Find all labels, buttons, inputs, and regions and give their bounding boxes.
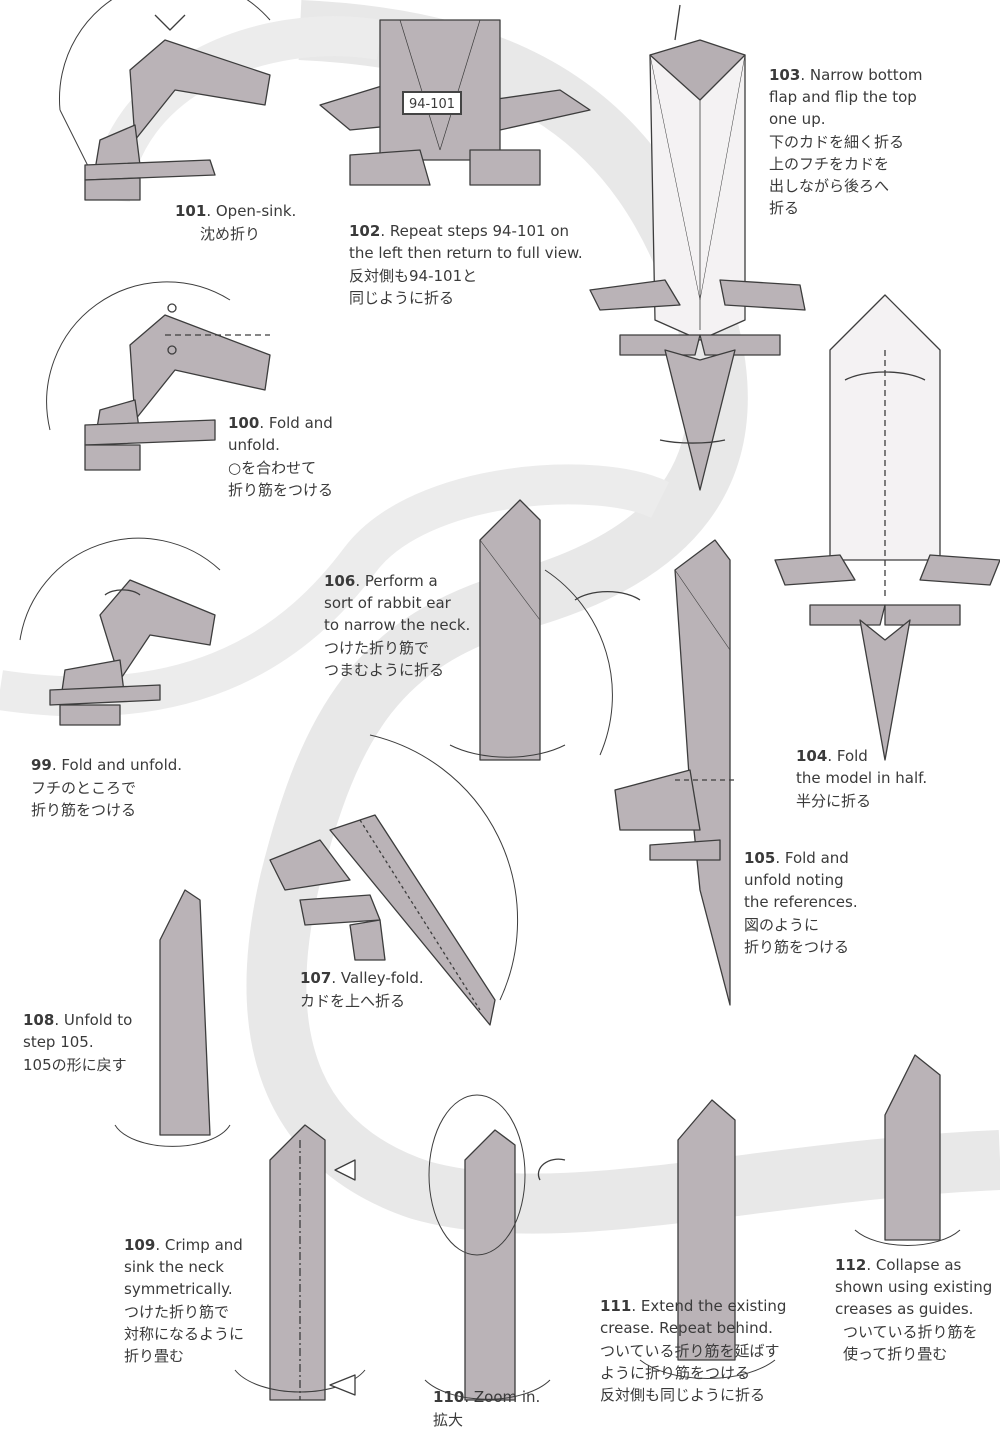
step-100-number: 100 bbox=[228, 414, 260, 432]
step-107: 107. Valley-fold. カドを上へ折る bbox=[300, 967, 470, 1012]
step-103-figure bbox=[589, 4, 806, 491]
step-101-text: Open-sink. bbox=[215, 202, 297, 220]
step-103: 103. Narrow bottom flap and flip the top… bbox=[769, 64, 949, 219]
step-99-number: 99 bbox=[31, 756, 52, 774]
step-110-figure bbox=[424, 1094, 566, 1401]
step-100: 100. Fold and unfold. ○を合わせて 折り筋をつける bbox=[228, 412, 388, 501]
reference-label: 94-101 bbox=[402, 91, 462, 115]
step-102-text: Repeat steps 94-101 on the left then ret… bbox=[349, 222, 583, 262]
step-100-figure bbox=[46, 281, 271, 471]
step-109-text: Crimp and sink the neck symmetrically. bbox=[124, 1236, 243, 1298]
step-108-figure bbox=[114, 889, 231, 1147]
step-112-jp: ついている折り筋を 使って折り畳む bbox=[843, 1323, 978, 1363]
step-106-number: 106 bbox=[324, 572, 356, 590]
step-111: 111. Extend the existing crease. Repeat … bbox=[600, 1295, 820, 1406]
step-108-jp: 105の形に戻す bbox=[23, 1056, 127, 1074]
step-106-figure bbox=[449, 499, 641, 761]
step-107-figure bbox=[269, 734, 519, 1026]
step-105-jp: 図のように 折り筋をつける bbox=[744, 916, 850, 956]
step-112: 112. Collapse as shown using existing cr… bbox=[835, 1254, 1000, 1365]
step-108-text: Unfold to step 105. bbox=[23, 1011, 133, 1051]
step-105-text: Fold and unfold noting the references. bbox=[744, 849, 858, 911]
step-108-number: 108 bbox=[23, 1011, 55, 1029]
step-110: 110. Zoom in. 拡大 bbox=[433, 1386, 563, 1431]
step-106-text: Perform a sort of rabbit ear to narrow t… bbox=[324, 572, 471, 634]
step-104-jp: 半分に折る bbox=[796, 792, 872, 810]
step-103-jp: 下のカドを細く折る 上のフチをカドを 出しながら後ろへ 折る bbox=[769, 133, 905, 217]
step-104-number: 104 bbox=[796, 747, 828, 765]
step-110-text: Zoom in. bbox=[473, 1388, 541, 1406]
step-101-figure bbox=[58, 0, 271, 201]
step-100-text: Fold and unfold. bbox=[228, 414, 333, 454]
step-111-number: 111 bbox=[600, 1297, 632, 1315]
step-104-figure bbox=[774, 294, 1000, 761]
step-104-text: Fold the model in half. bbox=[796, 747, 928, 787]
step-111-figure bbox=[639, 1099, 776, 1380]
step-109-jp: つけた折り筋で 対称になるように 折り畳む bbox=[124, 1303, 245, 1365]
step-110-jp: 拡大 bbox=[433, 1411, 464, 1429]
step-102-jp: 反対側も94-101と 同じように折る bbox=[349, 267, 478, 307]
step-112-number: 112 bbox=[835, 1256, 867, 1274]
step-101-jp: 沈め折り bbox=[200, 225, 261, 243]
step-105: 105. Fold and unfold noting the referenc… bbox=[744, 847, 914, 958]
step-103-text: Narrow bottom flap and flip the top one … bbox=[769, 66, 923, 128]
step-108: 108. Unfold to step 105. 105の形に戻す bbox=[23, 1009, 163, 1076]
step-102-number: 102 bbox=[349, 222, 381, 240]
step-110-number: 110 bbox=[433, 1388, 465, 1406]
step-111-text: Extend the existing crease. Repeat behin… bbox=[600, 1297, 787, 1337]
step-105-figure bbox=[614, 539, 735, 1006]
step-111-jp: ついている折り筋を延ばす ように折り筋をつける 反対側も同じように折る bbox=[600, 1342, 780, 1404]
step-112-figure bbox=[854, 1054, 961, 1246]
step-107-number: 107 bbox=[300, 969, 332, 987]
step-99-jp: フチのところで 折り筋をつける bbox=[31, 779, 137, 819]
step-107-jp: カドを上へ折る bbox=[300, 992, 406, 1010]
step-106: 106. Perform a sort of rabbit ear to nar… bbox=[324, 570, 494, 681]
step-109: 109. Crimp and sink the neck symmetrical… bbox=[124, 1234, 274, 1367]
step-103-number: 103 bbox=[769, 66, 801, 84]
step-109-figure bbox=[234, 1124, 366, 1401]
step-101: 101. Open-sink. 沈め折り bbox=[175, 200, 355, 245]
step-99: 99. Fold and unfold. フチのところで 折り筋をつける bbox=[31, 754, 231, 821]
step-102-figure bbox=[319, 19, 591, 186]
step-106-jp: つけた折り筋で つまむように折る bbox=[324, 639, 445, 679]
step-107-text: Valley-fold. bbox=[340, 969, 424, 987]
step-104: 104. Fold the model in half. 半分に折る bbox=[796, 745, 976, 812]
step-102: 102. Repeat steps 94-101 on the left the… bbox=[349, 220, 599, 309]
step-100-jp: ○を合わせて 折り筋をつける bbox=[228, 459, 334, 499]
step-112-text: Collapse as shown using existing creases… bbox=[835, 1256, 993, 1318]
step-99-text: Fold and unfold. bbox=[61, 756, 183, 774]
step-99-figure bbox=[19, 537, 221, 726]
step-109-number: 109 bbox=[124, 1236, 156, 1254]
step-101-number: 101 bbox=[175, 202, 207, 220]
step-105-number: 105 bbox=[744, 849, 776, 867]
